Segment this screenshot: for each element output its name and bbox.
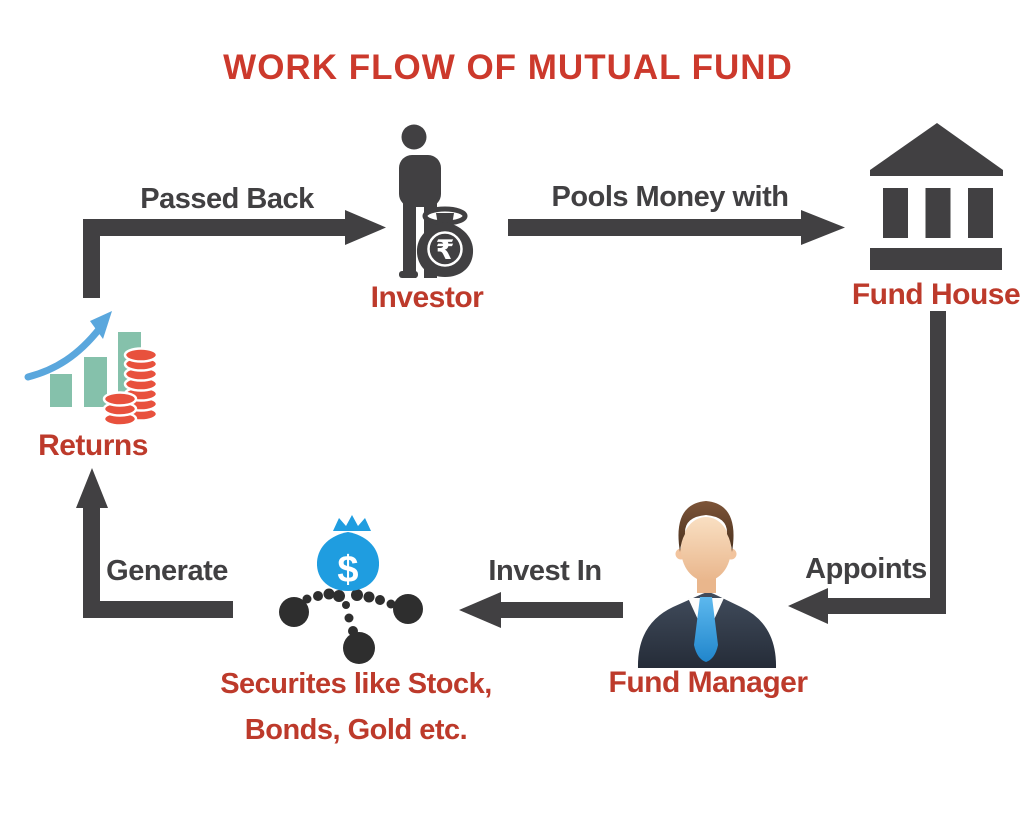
- coin-stacks: [102, 347, 159, 427]
- node-label-securities: Securites like Stock, Bonds, Gold etc.: [220, 661, 492, 753]
- growth-arrow: [24, 324, 104, 381]
- node-label-fund-house: Fund House: [851, 278, 1021, 311]
- edge-label-invest-in: Invest In: [488, 555, 602, 587]
- edge-label-appoints: Appoints: [805, 553, 927, 585]
- rupee-symbol: ₹: [436, 235, 455, 266]
- page-title: WORK FLOW OF MUTUAL FUND: [223, 48, 793, 87]
- securities-label-line2: Bonds, Gold etc.: [244, 714, 468, 746]
- appoints-arrow: [788, 311, 946, 624]
- bank-building-icon: [870, 123, 1003, 270]
- distribution-dots: [279, 588, 423, 664]
- passed-back-arrow: [83, 210, 386, 298]
- node-label-returns: Returns: [38, 429, 148, 462]
- dollar-money-bag-distribution-icon: $: [279, 515, 423, 664]
- invest-in-arrow: [459, 592, 623, 628]
- edge-label-generate: Generate: [106, 555, 228, 587]
- pools-money-with-arrow: [508, 210, 845, 245]
- securities-label-line1: Securites like Stock,: [220, 668, 492, 700]
- generate-arrow: [76, 468, 233, 618]
- edge-label-passed-back: Passed Back: [140, 183, 314, 215]
- edge-label-pools-money-with: Pools Money with: [551, 181, 789, 213]
- growth-bar-chart-coins-icon: [24, 311, 159, 427]
- person-with-rupee-money-bag-icon: ₹: [399, 124, 474, 278]
- node-label-fund-manager: Fund Manager: [608, 666, 808, 699]
- node-label-investor: Investor: [370, 281, 484, 314]
- dollar-symbol: $: [337, 549, 358, 591]
- businessman-avatar-icon: [637, 501, 777, 668]
